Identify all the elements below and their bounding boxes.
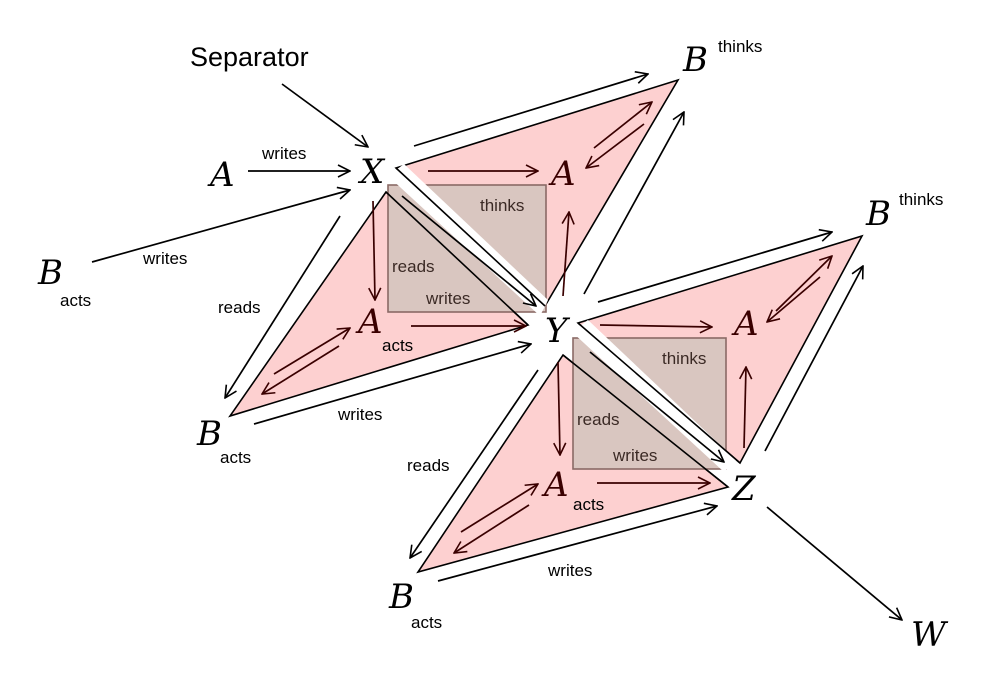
node-b-acts-far: B (37, 253, 63, 293)
lower-box-reads: reads (577, 410, 620, 429)
node-a-bottom: A (541, 465, 569, 505)
lower-gap-edge-a (577, 322, 741, 464)
node-y: Y (545, 311, 571, 351)
lower-gap-edge-b (562, 354, 729, 488)
labels-layer: Separator A writes X B acts writes B thi… (37, 37, 949, 655)
node-b-thinks-1: B (682, 40, 708, 80)
upper-diagonal-gap (388, 164, 548, 316)
arrow-b-thinks-to-a-right (767, 276, 821, 322)
lower-diagonal-gap (572, 320, 736, 472)
sup-thinks-2: thinks (899, 190, 943, 209)
sup-thinks-1: thinks (718, 37, 762, 56)
upper-box-thinks: thinks (480, 196, 524, 215)
lower-box-writes: writes (612, 446, 657, 465)
upper-box-writes: writes (425, 289, 470, 308)
arrow-x-reads-b (225, 215, 341, 398)
arrow-a-mid-to-b (262, 345, 340, 394)
arrow-y-to-a-bottom (558, 361, 560, 455)
label-upper-writes: writes (337, 405, 382, 424)
sub-acts-far: acts (60, 291, 91, 310)
arrow-b-to-a-bottom (460, 484, 538, 533)
node-b-thinks-2: B (865, 194, 891, 234)
arrow-z-to-a-right (744, 367, 746, 449)
sub-acts-2: acts (411, 613, 442, 632)
arrow-b-to-a-mid (273, 328, 350, 375)
sub-acts-bottom: acts (573, 495, 604, 514)
sub-acts-1: acts (220, 448, 251, 467)
arrow-b-writes-z (437, 506, 717, 582)
label-lower-writes: writes (547, 561, 592, 580)
node-x: X (357, 152, 386, 192)
sub-acts-mid: acts (382, 336, 413, 355)
node-w: W (911, 615, 949, 655)
arrow-y-reads-b (410, 369, 539, 558)
node-a-left: A (207, 155, 235, 195)
arrow-y-to-a-right (599, 325, 712, 327)
arrow-y-to-a-top (563, 212, 569, 297)
arrow-y-to-z (589, 351, 724, 462)
separator-title: Separator (190, 42, 309, 72)
label-lower-reads: reads (407, 456, 450, 475)
upper-box-reads: reads (392, 257, 435, 276)
arrow-a-bottom-to-b (454, 504, 530, 553)
lower-box-thinks: thinks (662, 349, 706, 368)
label-b-writes-x: writes (142, 249, 187, 268)
upper-gap-edge-a (395, 167, 546, 307)
label-upper-reads: reads (218, 298, 261, 317)
arrow-a-right-to-b-thinks (775, 256, 832, 312)
arrow-x-to-a-mid (373, 200, 375, 300)
node-b-acts-1: B (196, 414, 222, 454)
arrow-separator-to-x (281, 83, 368, 147)
arrow-x-to-b-thinks-1 (413, 74, 648, 147)
arrow-y-to-b-thinks-1 (583, 112, 684, 295)
arrow-b-writes-y (253, 344, 531, 425)
arrow-x-to-y (401, 195, 536, 306)
node-b-acts-2: B (388, 577, 414, 617)
label-a-writes-x: writes (261, 144, 306, 163)
node-z: Z (731, 469, 757, 509)
arrow-y-to-b-thinks-2 (597, 232, 832, 303)
arrow-z-to-w (766, 506, 902, 620)
node-a-right: A (731, 304, 759, 344)
arrow-z-to-b-thinks-2 (764, 266, 863, 452)
upper-gap-edge-b (385, 191, 529, 326)
arrow-b-thinks-to-a-top (586, 123, 645, 168)
arrows-layer (91, 74, 902, 620)
arrow-b-writes-x (91, 190, 350, 263)
node-a-mid: A (355, 302, 383, 342)
node-a-top: A (548, 154, 576, 194)
arrow-a-top-to-b-thinks (593, 102, 652, 149)
